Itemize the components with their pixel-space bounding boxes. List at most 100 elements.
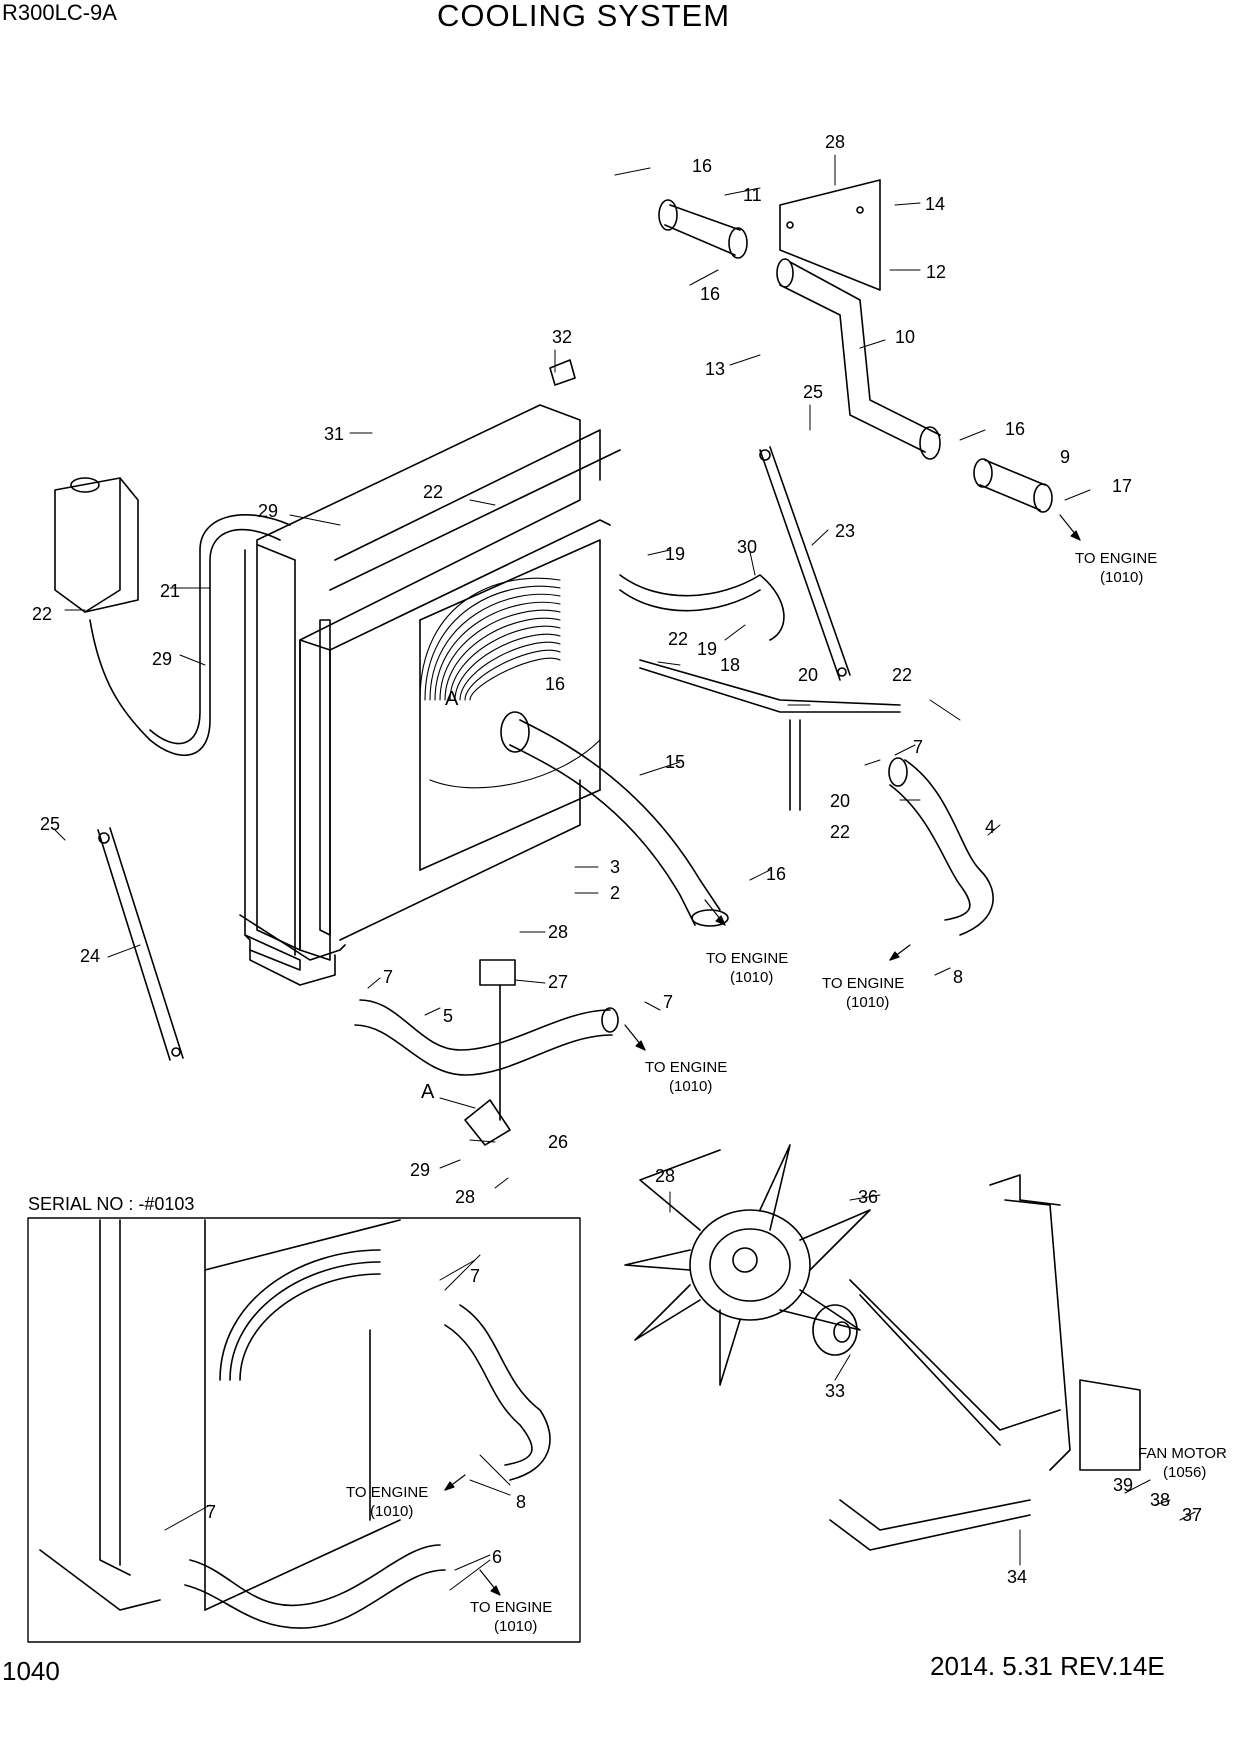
cooling-fan-36: [624, 1144, 871, 1386]
page-number: 1040: [2, 1656, 60, 1686]
callout-20-a: 20: [798, 665, 818, 685]
callout-29-a: 29: [258, 501, 278, 521]
callout-17: 17: [1112, 476, 1132, 496]
radiator-core: [239, 404, 621, 986]
callout-22-b: 22: [32, 604, 52, 624]
callout-28-b: 28: [548, 922, 568, 942]
callout-16-c: 16: [1005, 419, 1025, 439]
ref-to-engine-code-4: (1010): [669, 1078, 712, 1095]
callout-7-c: 7: [663, 992, 673, 1012]
fan-hub-33: [812, 1304, 858, 1356]
inset-hose-upper: [444, 1304, 551, 1481]
ref-to-engine-4: TO ENGINE: [645, 1059, 727, 1076]
support-rod-23: [759, 446, 851, 681]
callout-12: 12: [926, 262, 946, 282]
callout-16-e: 16: [766, 864, 786, 884]
to-engine-arrows: [444, 514, 1081, 1596]
callout-5: 5: [443, 1006, 453, 1026]
upper-hose-15: [500, 711, 729, 927]
fan-motor-bracket: [829, 1174, 1141, 1551]
ref-to-engine-1: TO ENGINE: [1075, 550, 1157, 567]
ref-to-engine-code-3: (1010): [846, 994, 889, 1011]
callout-19-a: 19: [665, 544, 685, 564]
callout-23: 23: [835, 521, 855, 541]
ref-to-engine-3: TO ENGINE: [822, 975, 904, 992]
support-rod-24: [97, 827, 184, 1061]
revision-date: 2014. 5.31 REV.14E: [930, 1651, 1165, 1681]
fan-shroud-coil: [419, 577, 601, 789]
callout-29-b: 29: [152, 649, 172, 669]
pipe-10: [776, 258, 941, 460]
callout-29-c: 29: [410, 1160, 430, 1180]
bracket-26-27: [464, 959, 516, 1146]
inset-hose-lower: [184, 1544, 446, 1629]
coolant-reservoir: [54, 477, 139, 613]
serial-number-label: SERIAL NO : -#0103: [28, 1194, 195, 1214]
callout-7-a: 7: [913, 737, 923, 757]
inset-radiator: [39, 1219, 401, 1611]
callout-19-b: 19: [697, 639, 717, 659]
part-callouts: 16 11 28 14 12 16 10 13 32 25 16 9 17 31…: [32, 132, 1202, 1587]
detail-a-label-2: A: [421, 1081, 435, 1103]
callout-22-d: 22: [892, 665, 912, 685]
hose-5: [354, 999, 619, 1076]
ref-fan-motor-code: (1056): [1163, 1464, 1206, 1481]
callout-28-a: 28: [825, 132, 845, 152]
callout-25-a: 25: [803, 382, 823, 402]
air-bleed-32: [549, 359, 576, 386]
callout-2: 2: [610, 883, 620, 903]
bracket-12: [779, 179, 881, 291]
callout-38: 38: [1150, 1490, 1170, 1510]
callout-10: 10: [895, 327, 915, 347]
ref-to-engine-code-1: (1010): [1100, 569, 1143, 586]
ref-fan-motor: FAN MOTOR: [1138, 1445, 1227, 1462]
callout-7-inset-a: 7: [470, 1266, 480, 1286]
reference-labels: TO ENGINE (1010) TO ENGINE (1010) TO ENG…: [346, 550, 1227, 1635]
callout-28-d: 28: [655, 1166, 675, 1186]
callout-9: 9: [1060, 447, 1070, 467]
inset-frame: [27, 1217, 581, 1643]
callout-4: 4: [985, 817, 995, 837]
callout-11: 11: [743, 185, 762, 205]
hose-4: [888, 757, 994, 936]
callout-20-b: 20: [830, 791, 850, 811]
callout-39: 39: [1113, 1475, 1133, 1495]
ref-to-engine-2: TO ENGINE: [706, 950, 788, 967]
callout-7-b: 7: [383, 967, 393, 987]
callout-30: 30: [737, 537, 757, 557]
callout-18: 18: [720, 655, 740, 675]
hose-19-18: [619, 574, 785, 641]
callout-33: 33: [825, 1381, 845, 1401]
callout-26: 26: [548, 1132, 568, 1152]
callout-16-d: 16: [545, 674, 565, 694]
callout-36: 36: [858, 1187, 878, 1207]
callout-32: 32: [552, 327, 572, 347]
ref-to-engine-code-2: (1010): [730, 969, 773, 986]
callout-6-inset: 6: [492, 1547, 502, 1567]
callout-22-e: 22: [830, 822, 850, 842]
callout-25-b: 25: [40, 814, 60, 834]
callout-16-a: 16: [692, 156, 712, 176]
ref-to-engine-code-6: (1010): [494, 1618, 537, 1635]
callout-7-inset-b: 7: [206, 1502, 216, 1522]
ref-to-engine-code-5: (1010): [370, 1503, 413, 1520]
callout-13: 13: [705, 359, 725, 379]
page-title: COOLING SYSTEM: [437, 0, 731, 33]
callout-3: 3: [610, 857, 620, 877]
callout-15: 15: [665, 752, 685, 772]
callout-16-b: 16: [700, 284, 720, 304]
detail-a-label-1: A: [445, 688, 459, 710]
callout-31: 31: [324, 424, 344, 444]
callout-21: 21: [160, 581, 180, 601]
callout-8-a: 8: [953, 967, 963, 987]
ref-to-engine-6: TO ENGINE: [470, 1599, 552, 1616]
pipe-20: [639, 659, 901, 811]
callout-28-c: 28: [455, 1187, 475, 1207]
callout-8-inset: 8: [516, 1492, 526, 1512]
callout-14: 14: [925, 194, 945, 214]
hose-11: [658, 199, 748, 259]
leader-lines: [54, 154, 1196, 1591]
callout-37: 37: [1182, 1505, 1202, 1525]
callout-27: 27: [548, 972, 568, 992]
